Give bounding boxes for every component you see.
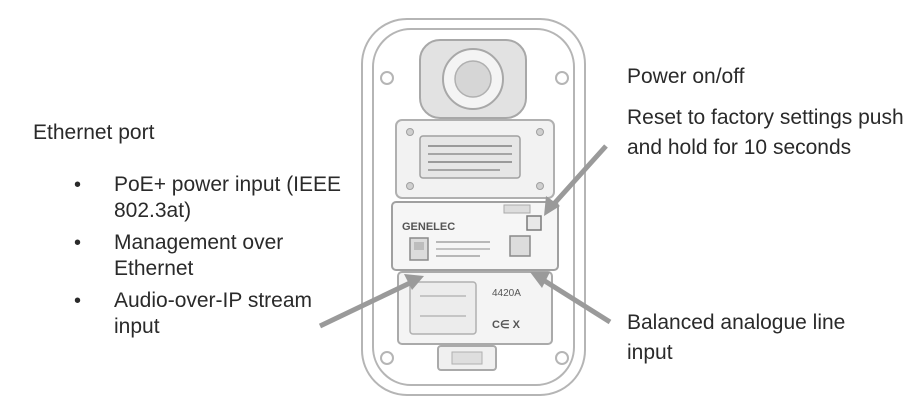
list-item: Audio-over-IP stream input bbox=[70, 288, 354, 340]
power-label: Power on/off bbox=[627, 65, 745, 88]
arrow-power bbox=[550, 144, 608, 208]
arrow-balanced-head bbox=[530, 272, 550, 288]
reset-label: Reset to factory settings push and hold … bbox=[627, 106, 904, 159]
speaker-enclosure bbox=[361, 18, 586, 396]
list-item: PoE+ power input (IEEE 802.3at) bbox=[70, 172, 354, 224]
speaker-port bbox=[419, 39, 527, 119]
lower-panel: 4420A C∈ X bbox=[397, 271, 553, 371]
balanced-input-socket bbox=[509, 235, 531, 257]
list-item: Management over Ethernet bbox=[70, 230, 354, 282]
arrow-balanced bbox=[538, 275, 612, 325]
balanced-input-label: Balanced analogue line input bbox=[627, 311, 846, 364]
ethernet-port-title: Ethernet port bbox=[33, 121, 155, 144]
arrow-power-head bbox=[544, 196, 560, 216]
power-button bbox=[526, 215, 542, 231]
connector-panel: GENELEC bbox=[391, 201, 559, 271]
model-number: 4420A bbox=[492, 288, 521, 299]
heatsink-plate bbox=[395, 119, 555, 199]
arrow-ethernet-head bbox=[404, 274, 424, 290]
ce-mark: C∈ X bbox=[492, 319, 521, 331]
brand-logo: GENELEC bbox=[402, 221, 455, 233]
ethernet-feature-list: PoE+ power input (IEEE 802.3at) Manageme… bbox=[70, 172, 354, 346]
